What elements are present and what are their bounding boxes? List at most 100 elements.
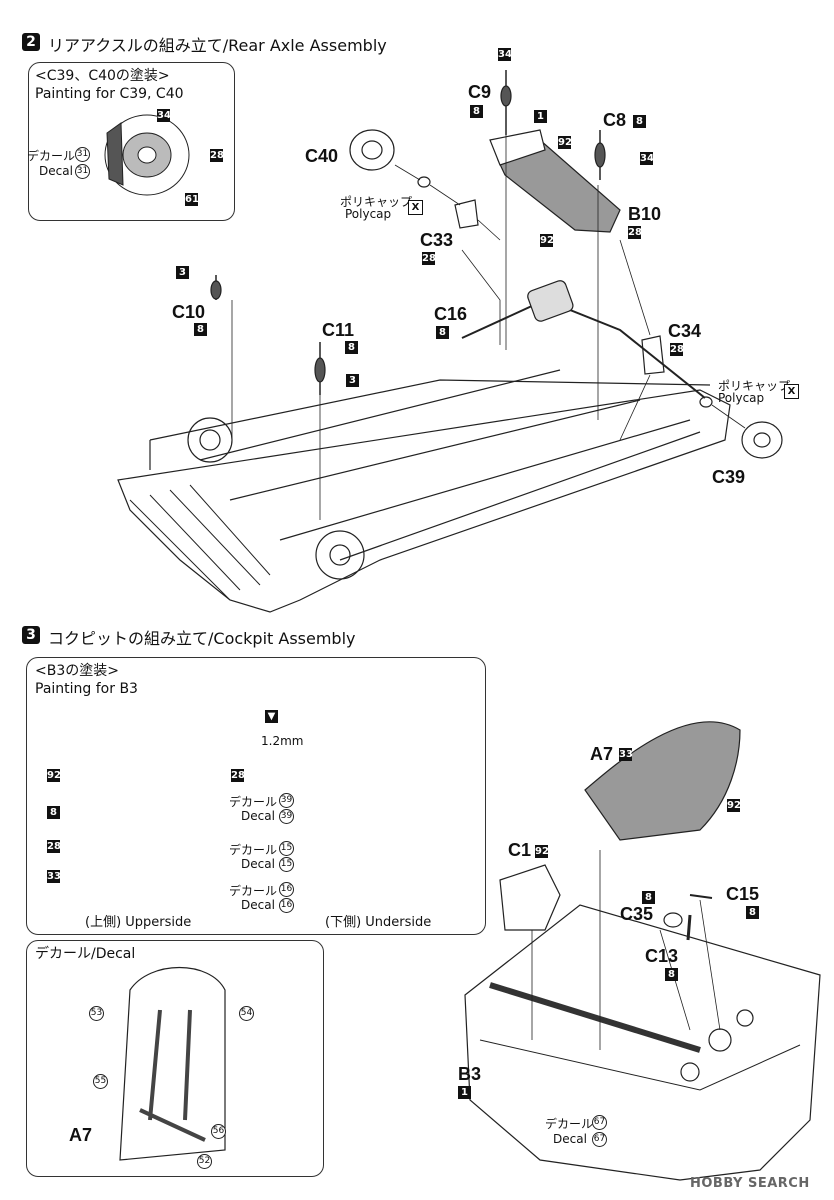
part-c1 bbox=[499, 864, 561, 931]
label-c8: C8 bbox=[603, 110, 627, 130]
decal16-en: Decal bbox=[241, 898, 275, 912]
label-c16: C16 bbox=[434, 304, 468, 324]
a7-body-color: 92 bbox=[727, 799, 741, 812]
b3-color-33: 33 bbox=[47, 870, 61, 883]
decal15-en: Decal bbox=[241, 857, 275, 871]
decal16-number: 16 bbox=[279, 898, 294, 913]
b10-color: 28 bbox=[628, 226, 642, 239]
decal15-number: 15 bbox=[279, 841, 294, 856]
hub-c40 bbox=[349, 129, 395, 171]
b3-color-8: 8 bbox=[47, 806, 60, 819]
step-3-title: コクピットの組み立て/Cockpit Assembly bbox=[48, 629, 356, 648]
polycap-ja: ポリキャップ bbox=[340, 195, 413, 209]
c10-top-color: 3 bbox=[176, 266, 189, 279]
c35-color: 8 bbox=[642, 891, 655, 904]
drill-icon: ▼ bbox=[265, 710, 278, 723]
polycap2-mark: X bbox=[784, 384, 799, 399]
chassis-outline bbox=[117, 389, 731, 613]
upright-c34 bbox=[641, 335, 665, 375]
painting-b3-inset: <B3の塗装> Painting for B3 92 8 28 33 28 デカ… bbox=[26, 657, 486, 935]
c10-color: 8 bbox=[194, 323, 207, 336]
color-34: 34 bbox=[157, 109, 171, 122]
seat-a7 bbox=[584, 721, 741, 841]
decal-54: 54 bbox=[239, 1006, 254, 1021]
hub-c39 bbox=[741, 421, 783, 459]
upperside-caption: (上側) Upperside bbox=[85, 915, 192, 930]
harness-strip bbox=[489, 982, 701, 1053]
c8-spring-color: 34 bbox=[640, 152, 654, 165]
decal39-ja: デカール bbox=[229, 795, 278, 809]
decal39-number: 39 bbox=[279, 793, 294, 808]
step-2-title: リアアクスルの組み立て/Rear Axle Assembly bbox=[48, 36, 387, 55]
underside-caption: (下側) Underside bbox=[325, 915, 432, 930]
label-b10: B10 bbox=[628, 204, 662, 224]
part-c35 bbox=[663, 912, 683, 928]
step-2-number: 2 bbox=[22, 33, 40, 51]
decal16-ja: デカール bbox=[229, 884, 278, 898]
c8-color: 8 bbox=[633, 115, 646, 128]
label-c35: C35 bbox=[620, 904, 654, 924]
b3-color-92: 92 bbox=[47, 769, 61, 782]
c33-color: 28 bbox=[422, 252, 436, 265]
decal39-en: Decal bbox=[241, 809, 275, 823]
a7-color: 33 bbox=[619, 748, 633, 761]
c1-color: 92 bbox=[535, 845, 549, 858]
label-c11: C11 bbox=[322, 320, 355, 340]
c16-color: 8 bbox=[436, 326, 449, 339]
c34-color: 28 bbox=[670, 343, 684, 356]
drive-shaft bbox=[461, 298, 706, 399]
decal15-number: 15 bbox=[279, 857, 294, 872]
c11-spring-color: 3 bbox=[346, 374, 359, 387]
b3-color-28-right: 28 bbox=[231, 769, 245, 782]
b-part-color-92: 92 bbox=[558, 136, 572, 149]
watermark: HOBBY SEARCH bbox=[690, 1176, 810, 1191]
label-c34: C34 bbox=[668, 321, 702, 341]
label-c40: C40 bbox=[305, 146, 339, 166]
color-28: 28 bbox=[210, 149, 224, 162]
decal-label-en: Decal bbox=[39, 164, 73, 178]
label-a7: A7 bbox=[590, 744, 614, 764]
label-c10: C10 bbox=[172, 302, 206, 322]
b3-color-28: 28 bbox=[47, 840, 61, 853]
b3-color: 1 bbox=[458, 1086, 471, 1099]
decal-inset-a7: A7 bbox=[69, 1125, 93, 1145]
label-b3: B3 bbox=[458, 1064, 482, 1084]
decal-inset: デカール/Decal A7 53 54 55 56 52 bbox=[26, 940, 324, 1177]
decal67-ja: デカール bbox=[545, 1117, 594, 1131]
label-c13: C13 bbox=[645, 946, 679, 966]
step-3-number: 3 bbox=[22, 626, 40, 644]
decal-53: 53 bbox=[89, 1006, 104, 1021]
label-c39: C39 bbox=[712, 467, 746, 487]
decal-number: 31 bbox=[75, 164, 90, 179]
rear-right-disc bbox=[315, 530, 365, 580]
decal-56: 56 bbox=[211, 1124, 226, 1139]
rear-left-disc bbox=[187, 417, 233, 463]
label-c33: C33 bbox=[420, 230, 454, 250]
decal67-en: Decal bbox=[553, 1132, 587, 1146]
drill-size: 1.2mm bbox=[261, 734, 304, 748]
label-c15: C15 bbox=[726, 884, 760, 904]
c13-color: 8 bbox=[665, 968, 678, 981]
painting-c39-c40-inset: <C39、C40の塗装> Painting for C39, C40 デカール … bbox=[27, 62, 235, 221]
shaft-color: 92 bbox=[540, 234, 554, 247]
polycap-en: Polycap bbox=[345, 207, 392, 221]
color-61: 61 bbox=[185, 193, 199, 206]
decal-label-ja: デカール bbox=[27, 149, 76, 163]
decal-52: 52 bbox=[197, 1154, 212, 1169]
polycap2-en: Polycap bbox=[718, 391, 765, 405]
label-c9: C9 bbox=[468, 82, 492, 102]
polycap2-ja: ポリキャップ bbox=[718, 379, 791, 393]
decal-inset-heading: デカール/Decal bbox=[35, 946, 136, 962]
b-part-color-1: 1 bbox=[534, 110, 547, 123]
decal-number: 31 bbox=[75, 147, 90, 162]
decal-55: 55 bbox=[93, 1074, 108, 1089]
inset-heading-ja: <C39、C40の塗装> bbox=[35, 68, 170, 84]
decal16-number: 16 bbox=[279, 882, 294, 897]
c15-color: 8 bbox=[746, 906, 759, 919]
cockpit-tub bbox=[464, 904, 821, 1181]
part-c13 bbox=[686, 914, 692, 941]
b3-inset-heading-ja: <B3の塗装> bbox=[35, 663, 119, 679]
b3-inset-heading-en: Painting for B3 bbox=[35, 681, 138, 697]
part-c15 bbox=[689, 894, 713, 899]
c9-color: 8 bbox=[470, 105, 483, 118]
